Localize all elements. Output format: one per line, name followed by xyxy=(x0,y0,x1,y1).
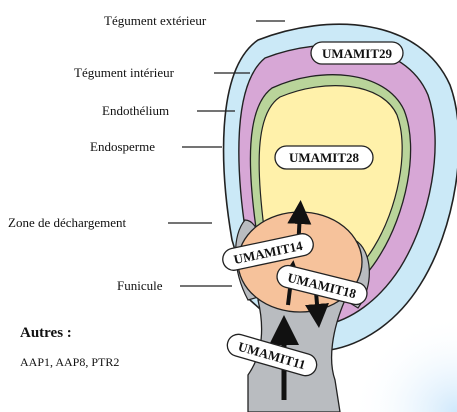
label-endosperme: Endosperme xyxy=(90,139,155,154)
label-tegument-exterieur: Tégument extérieur xyxy=(104,13,207,28)
label-zone-dechargement: Zone de déchargement xyxy=(8,215,127,230)
umamit29-tag: UMAMIT29 xyxy=(311,42,403,64)
autres-list: AAP1, AAP8, PTR2 xyxy=(20,355,119,369)
label-endothelium: Endothélium xyxy=(102,103,169,118)
umamit28-label: UMAMIT28 xyxy=(289,150,360,165)
umamit29-label: UMAMIT29 xyxy=(322,46,393,61)
umamit28-tag: UMAMIT28 xyxy=(275,146,373,169)
label-tegument-interieur: Tégument intérieur xyxy=(74,65,175,80)
label-funicule: Funicule xyxy=(117,278,163,293)
autres-title: Autres : xyxy=(20,325,72,341)
